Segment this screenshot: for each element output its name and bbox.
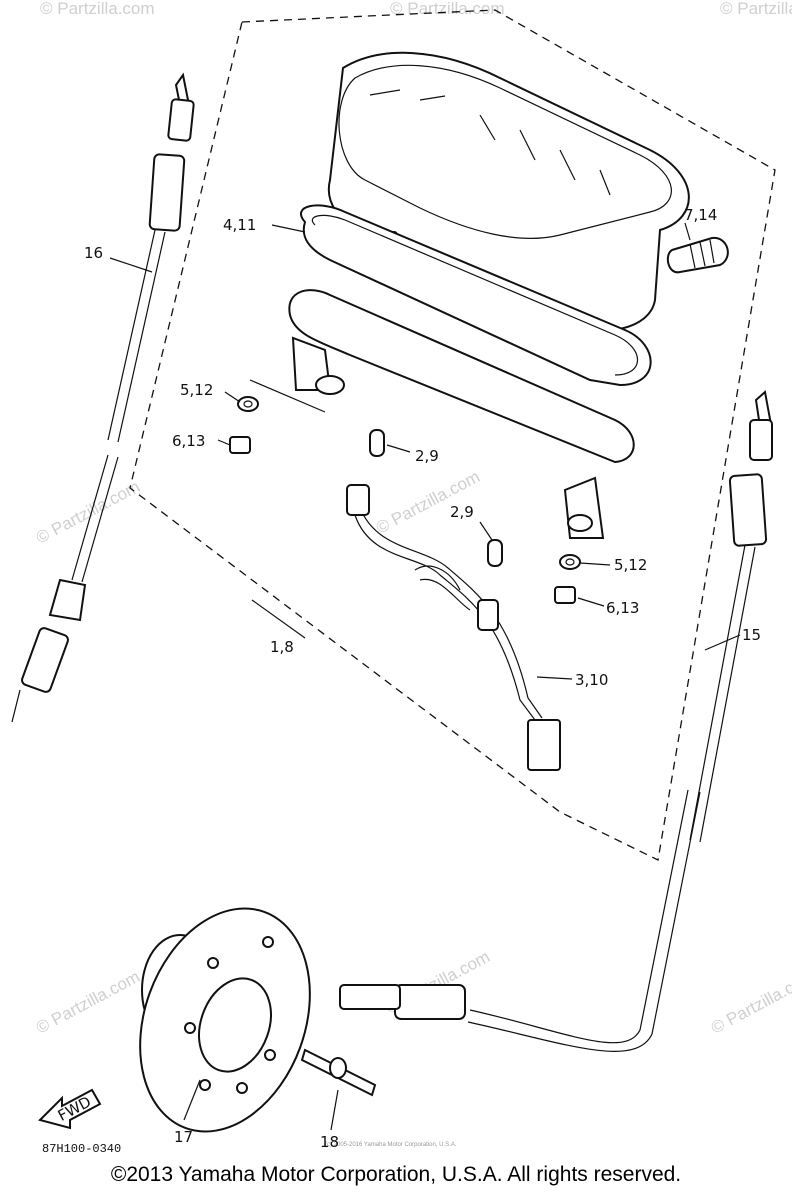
nut-left <box>229 436 251 454</box>
watermark: © Partzilla.com <box>40 0 155 18</box>
callout-18: 18 <box>320 1133 339 1151</box>
callout-5-12-left: 5,12 <box>180 381 213 399</box>
washer-left <box>237 396 259 412</box>
small-watermark: (c) 2005-2016 Yamaha Motor Corporation, … <box>325 1142 457 1148</box>
watermark: © Partzilla.com <box>708 967 792 1038</box>
callout-17: 17 <box>174 1128 193 1146</box>
watermark: © Partzilla.com <box>720 0 792 18</box>
speedometer-cable-right <box>339 390 774 1052</box>
watermark: © Partzilla.com <box>33 477 143 548</box>
speedometer-gear-unit <box>139 907 311 1133</box>
diagram-code: 87H100-0340 <box>42 1142 121 1156</box>
bulb-upper <box>369 429 385 457</box>
speedometer-cable-left <box>11 72 195 723</box>
callout-5-12-right: 5,12 <box>614 556 647 574</box>
callout-1-8: 1,8 <box>270 638 294 656</box>
drive-shaft <box>300 1048 377 1097</box>
watermark: © Partzilla.com <box>390 0 505 18</box>
wire-harness <box>346 484 561 771</box>
callout-3-10: 3,10 <box>575 671 608 689</box>
washer-right <box>559 554 581 570</box>
callout-4-11: 4,11 <box>223 216 256 234</box>
callout-16: 16 <box>84 244 103 262</box>
callout-6-13-right: 6,13 <box>606 599 639 617</box>
callout-6-13-left: 6,13 <box>172 432 205 450</box>
forward-arrow: FWD <box>38 1088 102 1130</box>
bulb-lower <box>487 539 503 567</box>
callout-2-9-lower: 2,9 <box>450 503 474 521</box>
meter-bracket <box>288 289 635 539</box>
assembly-boundary <box>129 9 776 861</box>
meter-gasket <box>300 204 652 387</box>
watermark: © Partzilla.com <box>33 967 143 1038</box>
callout-7-14: 7,14 <box>684 206 717 224</box>
callout-15: 15 <box>742 626 761 644</box>
callouts: 4,11 7,14 5,12 6,13 2,9 2,9 5,12 6,13 3,… <box>42 206 761 1156</box>
forward-label: FWD <box>55 1093 94 1125</box>
nut-right <box>554 586 576 604</box>
leader-lines <box>109 222 741 1131</box>
copyright-notice: ©2013 Yamaha Motor Corporation, U.S.A. A… <box>110 1163 682 1186</box>
callout-2-9-upper: 2,9 <box>415 447 439 465</box>
